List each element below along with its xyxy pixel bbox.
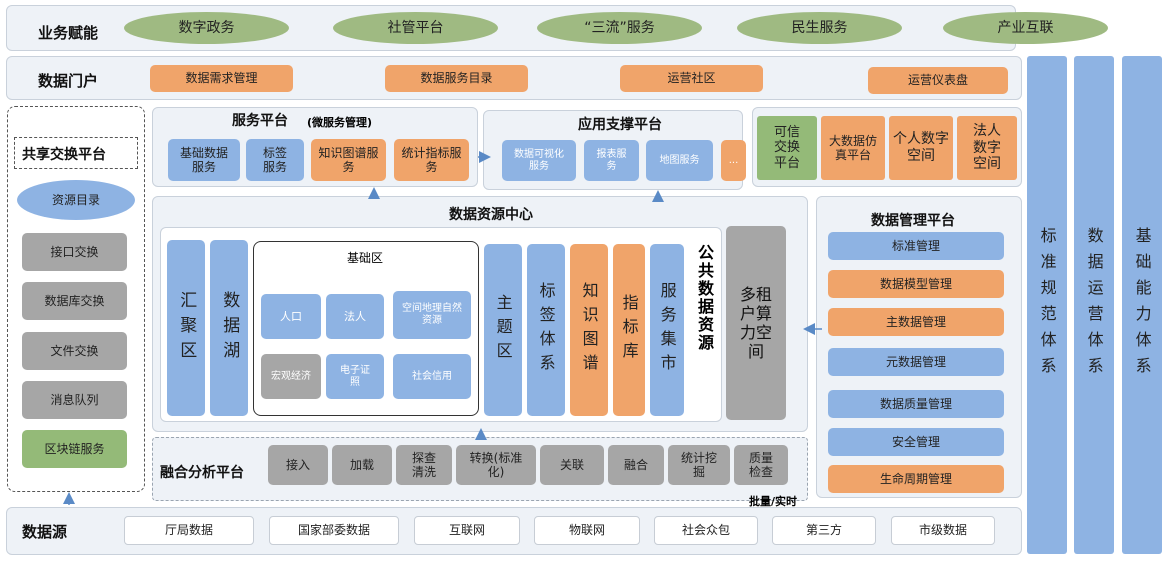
portal-dashboard[interactable]: 运营仪表盘 bbox=[868, 67, 1008, 94]
fusion-merge[interactable]: 融合 bbox=[608, 445, 664, 485]
ds-iot[interactable]: 物联网 bbox=[534, 516, 640, 545]
service-mart[interactable]: 服务集市 bbox=[650, 244, 684, 416]
exchange-file[interactable]: 文件交换 bbox=[22, 332, 127, 370]
fusion-title: 融合分析平台 bbox=[160, 465, 244, 481]
theme-zone[interactable]: 主题区 bbox=[484, 244, 522, 416]
business-title: 业务赋能 bbox=[38, 24, 99, 42]
base-geo[interactable]: 空间地理自然资源 bbox=[393, 291, 471, 339]
base-legal-person[interactable]: 法人 bbox=[326, 294, 384, 339]
legal-space[interactable]: 法人数字空间 bbox=[957, 116, 1017, 180]
app-report[interactable]: 报表服务 bbox=[584, 140, 639, 181]
mgmt-quality[interactable]: 数据质量管理 bbox=[828, 390, 1004, 418]
mgmt-master[interactable]: 主数据管理 bbox=[828, 308, 1004, 336]
portal-title: 数据门户 bbox=[38, 72, 99, 90]
exchange-mq[interactable]: 消息队列 bbox=[22, 381, 127, 419]
ds-crowd[interactable]: 社会众包 bbox=[654, 516, 758, 545]
system-operation[interactable]: 数据运营体系 bbox=[1074, 56, 1114, 554]
business-item-social-mgmt[interactable]: 社管平台 bbox=[333, 12, 498, 44]
multi-tenant-space[interactable]: 多租户算力空间 bbox=[726, 226, 786, 420]
business-item-livelihood[interactable]: 民生服务 bbox=[737, 12, 902, 44]
base-zone-title: 基础区 bbox=[347, 251, 384, 265]
tag-system[interactable]: 标签体系 bbox=[527, 244, 565, 416]
business-item-three-flow[interactable]: “三流”服务 bbox=[537, 12, 702, 44]
svc-basic-data[interactable]: 基础数据服务 bbox=[168, 139, 240, 181]
ds-ministry[interactable]: 国家部委数据 bbox=[269, 516, 399, 545]
mgmt-lifecycle[interactable]: 生命周期管理 bbox=[828, 465, 1004, 493]
fusion-load[interactable]: 加载 bbox=[332, 445, 392, 485]
app-visualization[interactable]: 数据可视化服务 bbox=[502, 140, 576, 181]
app-support-title: 应用支撑平台 bbox=[578, 117, 662, 133]
fusion-quality[interactable]: 质量检查 bbox=[734, 445, 788, 485]
service-platform-title: 服务平台 bbox=[232, 113, 288, 129]
fusion-access[interactable]: 接入 bbox=[268, 445, 328, 485]
fusion-transform[interactable]: 转换(标准化) bbox=[456, 445, 536, 485]
base-credit[interactable]: 社会信用 bbox=[393, 354, 471, 399]
app-more[interactable]: ... bbox=[721, 140, 746, 181]
base-population[interactable]: 人口 bbox=[261, 294, 321, 339]
mgmt-title: 数据管理平台 bbox=[871, 213, 955, 229]
svc-tag[interactable]: 标签服务 bbox=[246, 139, 304, 181]
data-lake[interactable]: 数据湖 bbox=[210, 240, 248, 416]
exchange-title-box bbox=[14, 137, 138, 169]
portal-demand[interactable]: 数据需求管理 bbox=[150, 65, 293, 92]
portal-catalog[interactable]: 数据服务目录 bbox=[385, 65, 528, 92]
mgmt-model[interactable]: 数据模型管理 bbox=[828, 270, 1004, 298]
exchange-database[interactable]: 数据库交换 bbox=[22, 282, 127, 320]
personal-space[interactable]: 个人数字空间 bbox=[889, 116, 953, 180]
system-capability[interactable]: 基础能力体系 bbox=[1122, 56, 1162, 554]
mgmt-standard[interactable]: 标准管理 bbox=[828, 232, 1004, 260]
fusion-relate[interactable]: 关联 bbox=[540, 445, 604, 485]
business-item-digital-gov[interactable]: 数字政务 bbox=[124, 12, 289, 44]
svc-stat-index[interactable]: 统计指标服务 bbox=[394, 139, 469, 181]
ds-internet[interactable]: 互联网 bbox=[414, 516, 520, 545]
portal-community[interactable]: 运营社区 bbox=[620, 65, 763, 92]
system-standard[interactable]: 标准规范体系 bbox=[1027, 56, 1067, 554]
fusion-stat-mining[interactable]: 统计挖掘 bbox=[668, 445, 730, 485]
service-platform-subtitle: (微服务管理) bbox=[307, 116, 373, 129]
exchange-interface[interactable]: 接口交换 bbox=[22, 233, 127, 271]
ds-city[interactable]: 市级数据 bbox=[891, 516, 995, 545]
exchange-title: 共享交换平台 bbox=[22, 147, 106, 163]
public-data-resource: 公共数据资源 bbox=[695, 244, 714, 352]
base-e-license[interactable]: 电子证照 bbox=[326, 354, 384, 399]
base-macro-economy[interactable]: 宏观经济 bbox=[261, 354, 321, 399]
fusion-explore-clean[interactable]: 探查清洗 bbox=[396, 445, 452, 485]
trusted-exchange[interactable]: 可信交换平台 bbox=[757, 116, 817, 180]
exchange-blockchain[interactable]: 区块链服务 bbox=[22, 430, 127, 468]
resource-center-title: 数据资源中心 bbox=[449, 207, 533, 223]
knowledge-graph[interactable]: 知识图谱 bbox=[570, 244, 608, 416]
app-map[interactable]: 地图服务 bbox=[646, 140, 713, 181]
mgmt-metadata[interactable]: 元数据管理 bbox=[828, 348, 1004, 376]
resource-catalog[interactable]: 资源目录 bbox=[17, 180, 135, 220]
ds-third-party[interactable]: 第三方 bbox=[772, 516, 876, 545]
business-item-industry[interactable]: 产业互联 bbox=[943, 12, 1108, 44]
fusion-note: 批量/实时 bbox=[749, 495, 798, 508]
collect-zone[interactable]: 汇聚区 bbox=[167, 240, 205, 416]
datasource-title: 数据源 bbox=[22, 523, 68, 541]
ds-bureau[interactable]: 厅局数据 bbox=[124, 516, 254, 545]
svc-knowledge-graph[interactable]: 知识图谱服务 bbox=[311, 139, 386, 181]
index-lib[interactable]: 指标库 bbox=[613, 244, 645, 416]
bigdata-sim[interactable]: 大数据仿真平台 bbox=[821, 116, 885, 180]
mgmt-security[interactable]: 安全管理 bbox=[828, 428, 1004, 456]
